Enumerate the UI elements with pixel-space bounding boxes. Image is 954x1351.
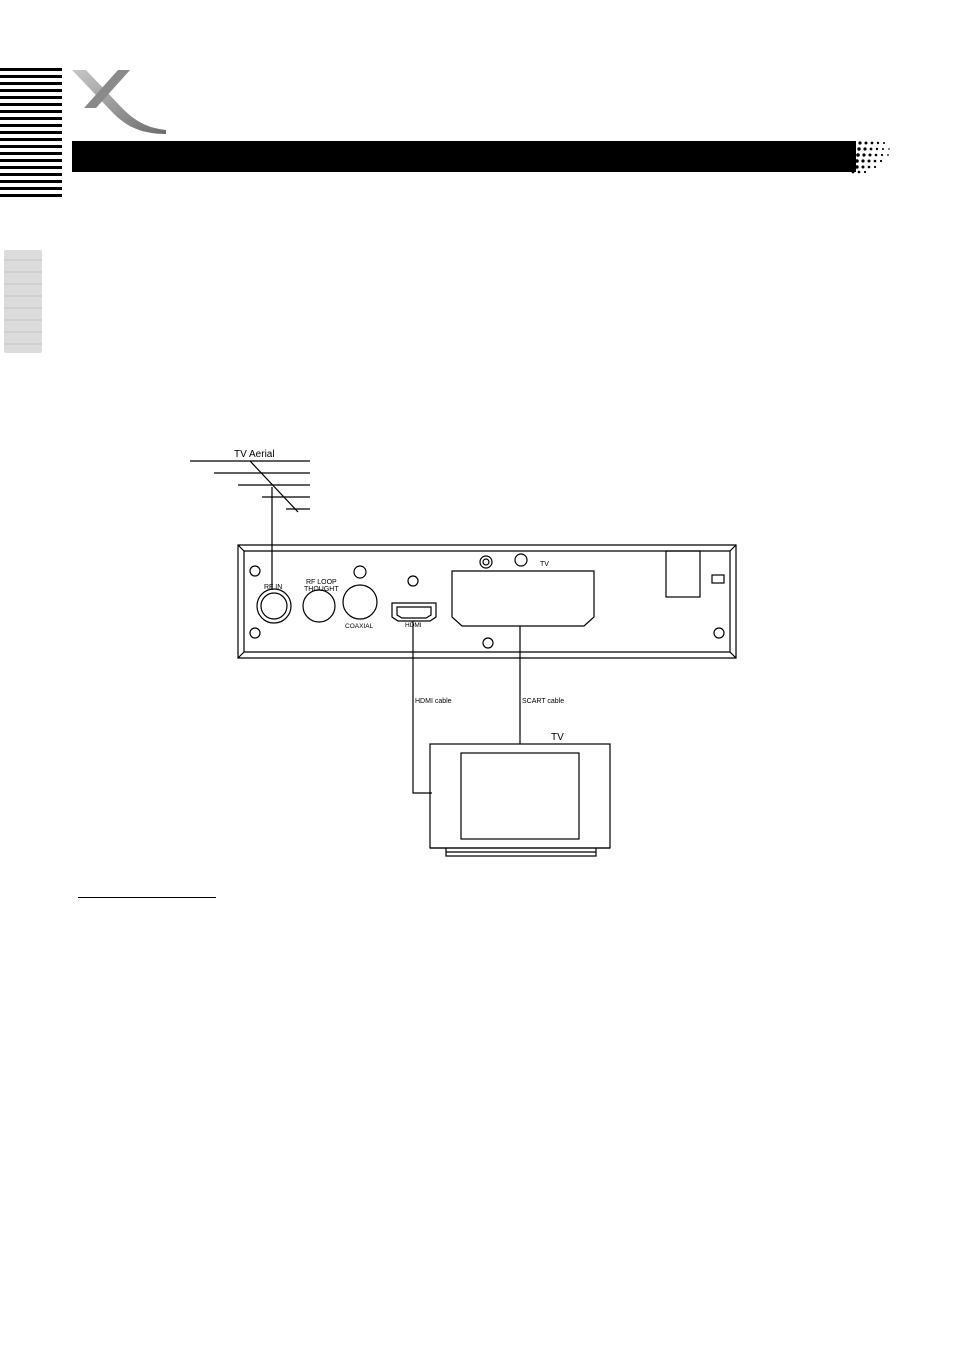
rf-in-port: [257, 589, 291, 623]
receiver-back-panel: [238, 545, 736, 658]
rf-loop-label-2: THOUGHT: [304, 586, 339, 593]
rf-loop-port: [303, 590, 335, 622]
hdmi-cable-label: HDMI cable: [415, 698, 452, 705]
hdmi-cable-line: [413, 621, 432, 793]
hdmi-port-label: HDMI: [405, 622, 422, 629]
rf-in-label: RF IN: [264, 584, 282, 591]
tv-set: [430, 744, 610, 856]
coaxial-label: COAXIAL: [345, 623, 374, 630]
rf-loop-label-1: RF LOOP: [306, 579, 337, 586]
hdmi-port: [392, 576, 436, 621]
scart-tv-label: TV: [540, 561, 549, 568]
coaxial-port: [343, 566, 377, 619]
scart-port: [452, 571, 594, 626]
scart-cable-label: SCART cable: [522, 698, 564, 705]
aerial-label: TV Aerial: [234, 449, 275, 460]
tv-label: TV: [551, 732, 564, 743]
section-underline: [78, 897, 216, 898]
